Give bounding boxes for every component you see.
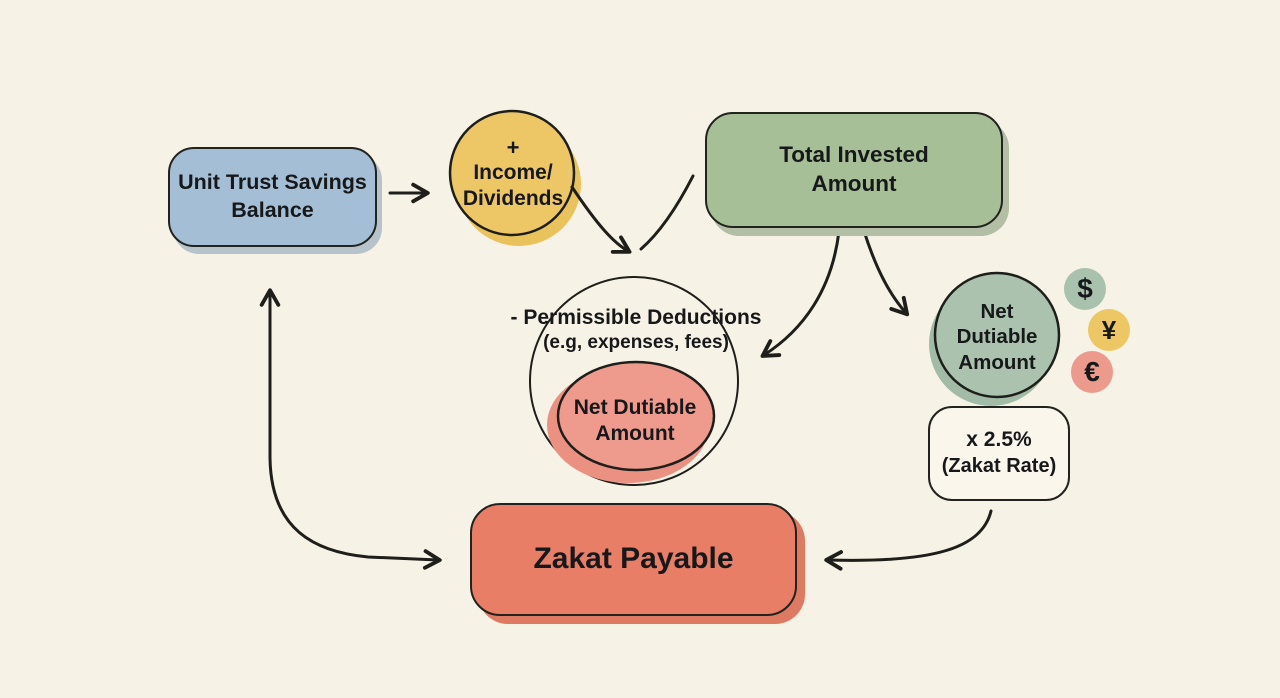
total-invested-label-line2: Amount: [811, 171, 897, 196]
arrow-zakat-rate-to-zakat-payable: [824, 509, 993, 571]
arrow-zakat-payable-unit-trust-loop: [259, 288, 442, 570]
total-invested-label-line1: Total Invested: [779, 142, 929, 168]
zakat-payable-label: Zakat Payable: [533, 542, 734, 576]
zakat-rate-label-line2: (Zakat Rate): [941, 455, 1057, 478]
net-dutiable-center-ellipse: [556, 360, 716, 472]
unit-trust-savings-label-line1: Unit Trust Savings: [178, 170, 367, 195]
arrow-total-invested-to-deductions-circle: [760, 229, 841, 358]
arrow-total-invested-to-deductions-merge: [639, 174, 695, 251]
net-dutiable-right-circle: [933, 271, 1061, 399]
unit-trust-savings-label-line2: Balance: [231, 198, 314, 222]
zakat-rate-label-line1: x 2.5%: [966, 428, 1032, 452]
arrow-total-invested-to-net-dutiable: [862, 229, 910, 317]
permissible-deductions-circle: [529, 276, 739, 486]
yen-badge-circle: [1088, 309, 1130, 351]
zakat-rate-node: x 2.5% (Zakat Rate): [928, 406, 1070, 501]
dollar-badge-circle: [1064, 268, 1106, 310]
zakat-payable-node: Zakat Payable: [470, 503, 797, 616]
income-dividends-circle: [448, 109, 576, 237]
unit-trust-savings-node: Unit Trust Savings Balance: [168, 147, 377, 247]
euro-badge-circle: [1071, 351, 1113, 393]
total-invested-node: Total Invested Amount: [705, 112, 1003, 228]
arrow-income-to-deductions: [570, 185, 632, 254]
